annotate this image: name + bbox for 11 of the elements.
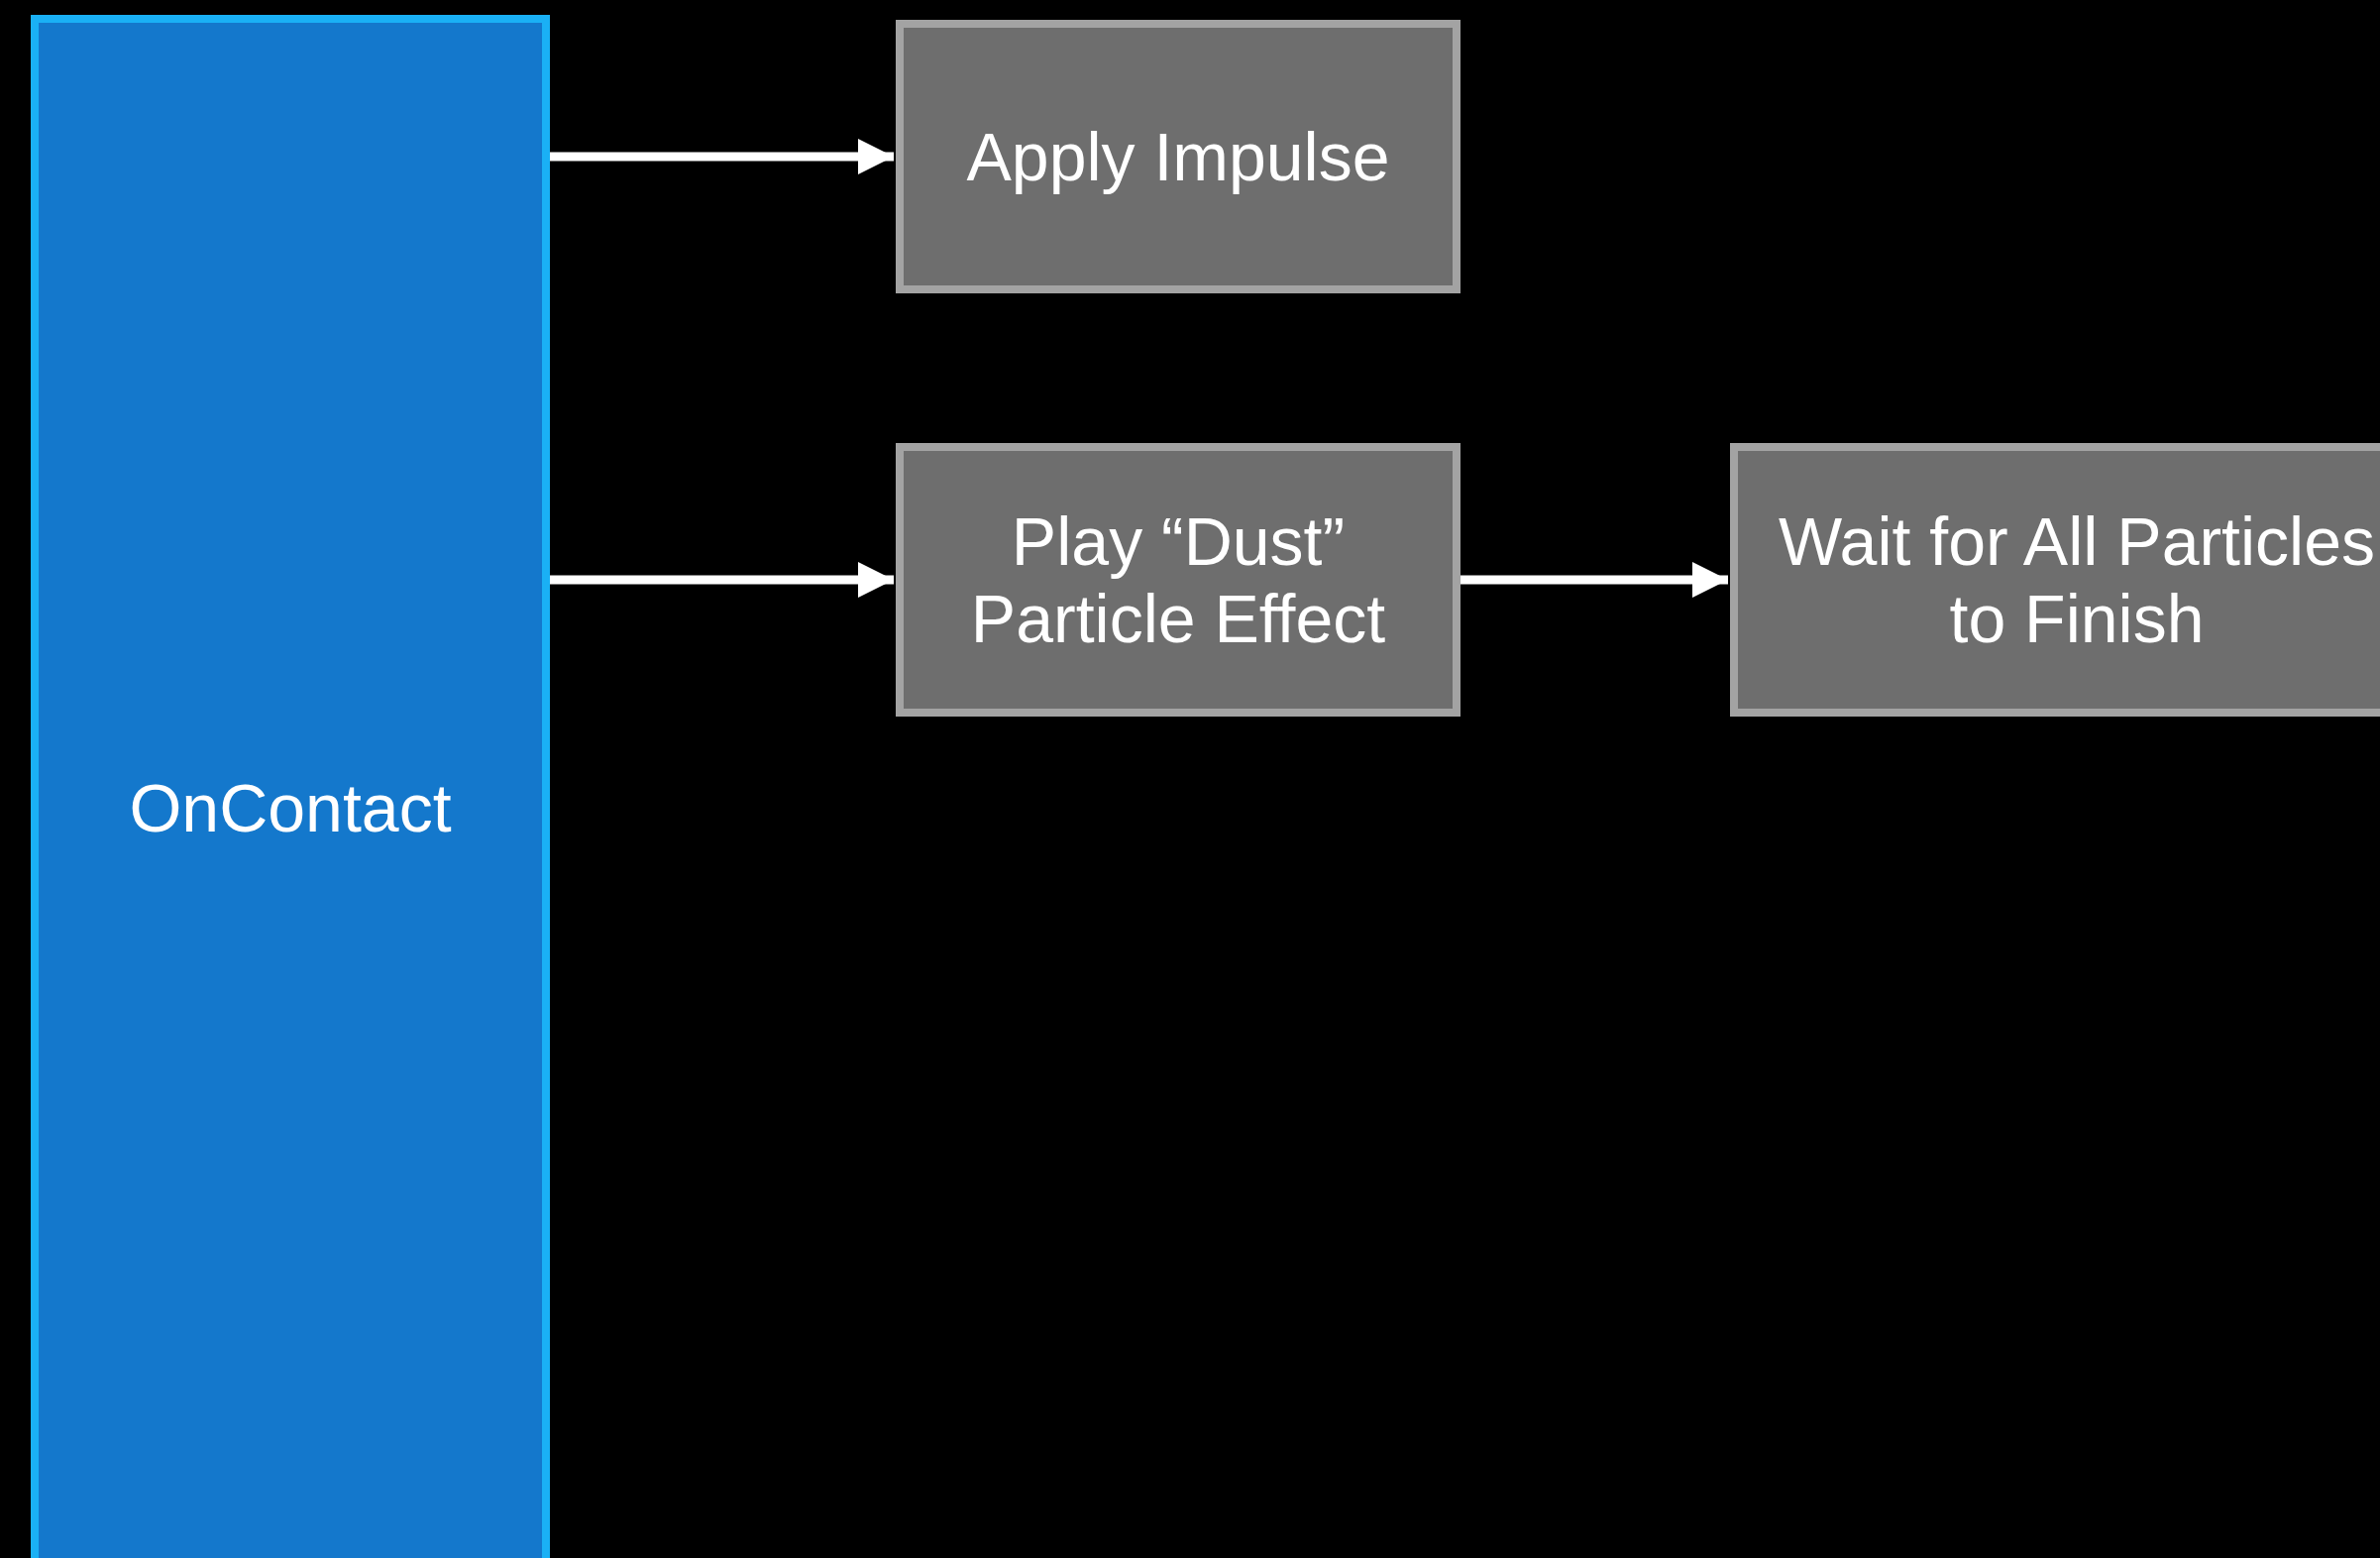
node-label: Play “Dust” Particle Effect (969, 501, 1387, 658)
arrow (550, 562, 894, 598)
action-box (896, 443, 1460, 717)
node-label: Apply Impulse (965, 117, 1391, 196)
event-bar (31, 15, 550, 1558)
arrow (1460, 562, 1728, 598)
action-box (1730, 443, 2380, 717)
action-box (896, 20, 1460, 293)
node-label: OnContact (128, 768, 453, 847)
arrow (550, 139, 894, 174)
node-label: Wait for All Particles to Finish (1777, 501, 2377, 658)
